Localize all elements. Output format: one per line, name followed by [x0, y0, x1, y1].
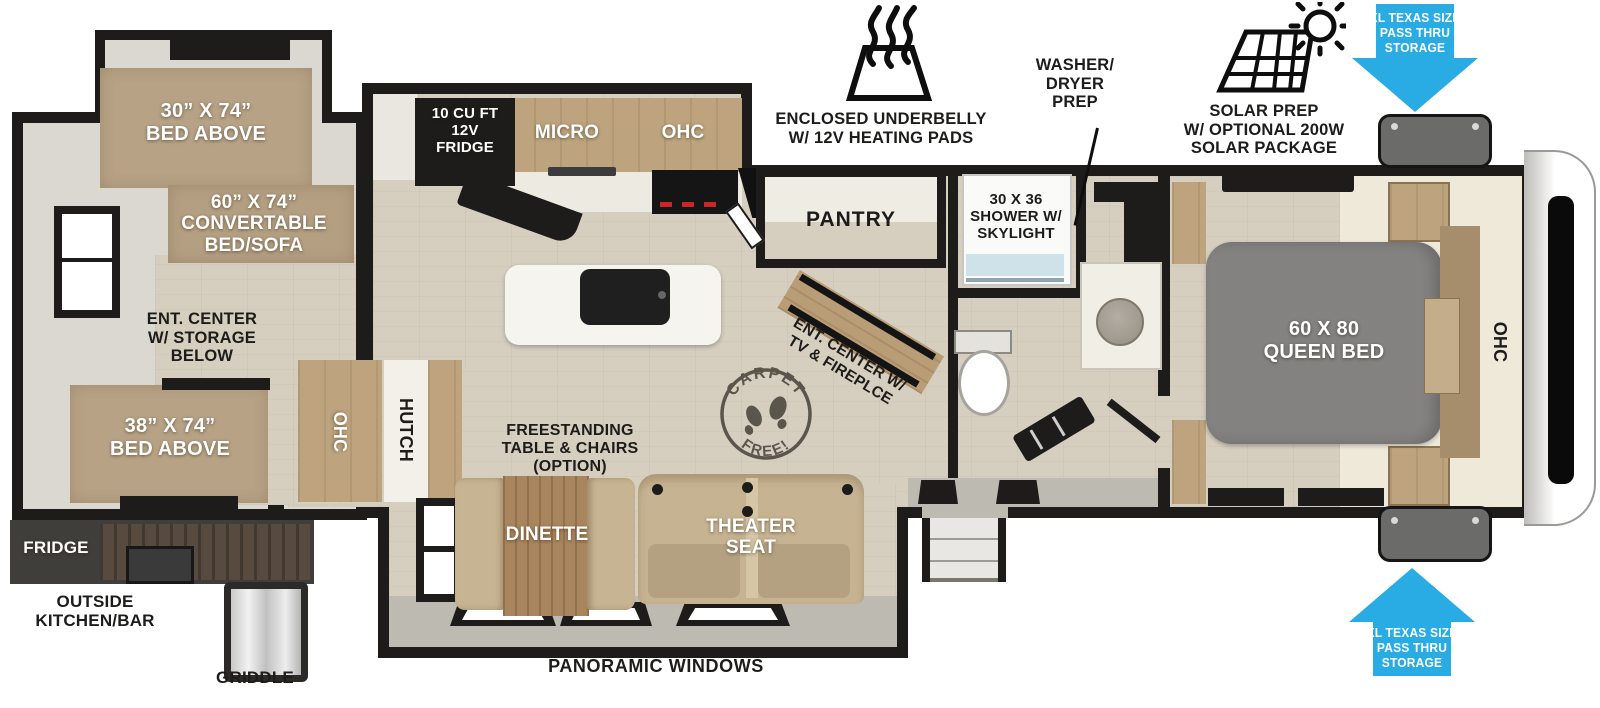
entry-door-gap: [922, 507, 1008, 518]
slide-side-window-pane-top: [424, 506, 454, 546]
dinette-table: [503, 476, 589, 616]
bedroom-cabinet-top-left: [1172, 182, 1206, 264]
heating-pads-icon: [845, 5, 932, 101]
bunk-bed-38-label: 38” X 74” BED ABOVE: [110, 415, 230, 460]
dinette-bench-left: [455, 478, 505, 610]
queen-bed-label: 60 X 80 QUEEN BED: [1263, 318, 1385, 363]
hutch-counter: [384, 360, 428, 502]
theater-seat-label: THEATER SEAT: [706, 516, 796, 559]
carpet-free-bottom-text: FREE!: [738, 436, 791, 461]
bunk-side-window-pane-top: [62, 214, 112, 258]
entry-steps: [922, 518, 1006, 582]
shower-glass-tint: [966, 254, 1064, 276]
cooktop-burner-1: [660, 202, 672, 207]
pantry-label: PANTRY: [806, 208, 896, 231]
kitchen-cooktop: [652, 170, 738, 214]
bedroom-wardrobe-bottom: [1388, 446, 1450, 506]
bedroom-cabinet-bottom-left: [1172, 420, 1206, 504]
bedroom-bottom-window-left: [1208, 488, 1284, 506]
pass-thru-arrow-top: XL TEXAS SIZE PASS THRU STORAGE: [1352, 4, 1478, 112]
theater-cushion-right: [758, 544, 850, 598]
freestanding-table-label: FREESTANDING TABLE & CHAIRS (OPTION): [501, 422, 639, 476]
kitchen-ohc-band: [508, 98, 742, 172]
kitchen-fridge: [415, 98, 515, 186]
slide-window-2: [572, 608, 640, 620]
bunk-convertible-label: 60” X 74” CONVERTABLE BED/SOFA: [181, 192, 327, 256]
queen-bed: [1206, 242, 1442, 444]
bath-right-wall-stub: [1158, 468, 1170, 518]
vanity-sink-bowl: [1096, 298, 1144, 346]
under-shower-wall: [948, 288, 1086, 298]
hutch-label: HUTCH: [396, 398, 416, 462]
corner-ohc-cabinet: [298, 360, 382, 502]
bunk-bed-38: [70, 385, 268, 503]
pass-thru-bottom-label: XL TEXAS SIZE PASS THRU STORAGE: [1366, 626, 1458, 670]
kitchen-ohc-label: OHC: [661, 122, 705, 143]
pantry-room: [756, 168, 946, 268]
bedroom-wardrobe-top: [1388, 182, 1450, 242]
underbelly-label: ENCLOSED UNDERBELLY W/ 12V HEATING PADS: [775, 110, 987, 147]
bedroom-top-window: [1222, 172, 1354, 192]
bath-left-wall: [948, 168, 958, 518]
kitchen-wall-strip: [373, 94, 417, 180]
pass-thru-door-bottom: [1378, 506, 1492, 562]
cooktop-burner-2: [682, 202, 694, 207]
griddle: [224, 582, 308, 682]
griddle-label: GRIDDLE: [216, 668, 294, 687]
micro-label: MICRO: [534, 122, 600, 143]
badge-circle: [720, 368, 812, 460]
svg-text:FREE!: FREE!: [738, 436, 793, 461]
shower-washer-divider: [1076, 168, 1086, 296]
bunk-bed-30-label: 30” X 74” BED ABOVE: [146, 100, 266, 145]
island-sink: [580, 269, 670, 325]
solar-prep-label: SOLAR PREP W/ OPTIONAL 200W SOLAR PACKAG…: [1183, 102, 1345, 158]
island-faucet: [658, 291, 666, 299]
cup-holder: [742, 482, 753, 493]
bed-tv-lift: [1424, 298, 1460, 394]
slide-side-window-pane-bottom: [424, 552, 454, 594]
dinette-label: DINETTE: [505, 524, 589, 545]
pass-thru-door-top: [1378, 114, 1492, 168]
outside-kitchen-sink: [126, 546, 194, 584]
front-cap-window: [1548, 196, 1574, 484]
toilet-bowl: [958, 350, 1010, 416]
kitchen-sink-counter: [548, 167, 616, 176]
bedroom-ohc-label: OHC: [1490, 321, 1510, 363]
bunk-top-window: [170, 36, 290, 60]
solar-prep-icon: [1216, 2, 1346, 93]
entry-window-left: [918, 480, 958, 504]
cup-holder: [842, 484, 853, 495]
bunk-bottom-window: [120, 496, 238, 514]
bunk-bed-30: [100, 68, 312, 188]
pass-thru-top-label: XL TEXAS SIZE PASS THRU STORAGE: [1369, 11, 1461, 55]
bunk-side-window-pane-bottom: [62, 262, 112, 310]
bedroom-bottom-window-right: [1298, 488, 1384, 506]
shower-glass-door: [966, 278, 1064, 282]
theater-seat: [638, 474, 864, 604]
shower-label: 30 X 36 SHOWER W/ SKYLIGHT: [970, 191, 1062, 242]
washer-closet-cabinet-top: [1094, 182, 1158, 202]
hutch-cabinet-right: [428, 360, 462, 502]
outside-fridge-label: FRIDGE: [23, 538, 89, 557]
cup-holder: [742, 506, 753, 517]
outside-kitchen-label: OUTSIDE KITCHEN/BAR: [35, 592, 155, 631]
dinette-bench-right: [587, 478, 635, 610]
bunk-convertible-sofa: [168, 185, 354, 263]
theater-cushion-left: [648, 544, 740, 598]
slide-window-3: [688, 608, 778, 620]
kitchen-fridge-label: 10 CU FT 12V FRIDGE: [431, 105, 499, 156]
pass-thru-arrow-bottom: XL TEXAS SIZE PASS THRU STORAGE: [1349, 568, 1475, 676]
bunk-ent-center-tv: [162, 378, 270, 390]
bunk-ent-center-label: ENT. CENTER W/ STORAGE BELOW: [146, 310, 258, 366]
corner-ohc-label: OHC: [330, 411, 350, 453]
carpet-free-badge: CARPET FREE!: [720, 365, 812, 461]
entry-window-right: [996, 480, 1040, 504]
cooktop-burner-3: [704, 202, 716, 207]
panoramic-windows-label: PANORAMIC WINDOWS: [548, 656, 764, 676]
cup-holder: [652, 484, 663, 495]
bootprint-icon: [744, 396, 787, 435]
washer-dryer-label: WASHER/ DRYER PREP: [1035, 56, 1115, 112]
